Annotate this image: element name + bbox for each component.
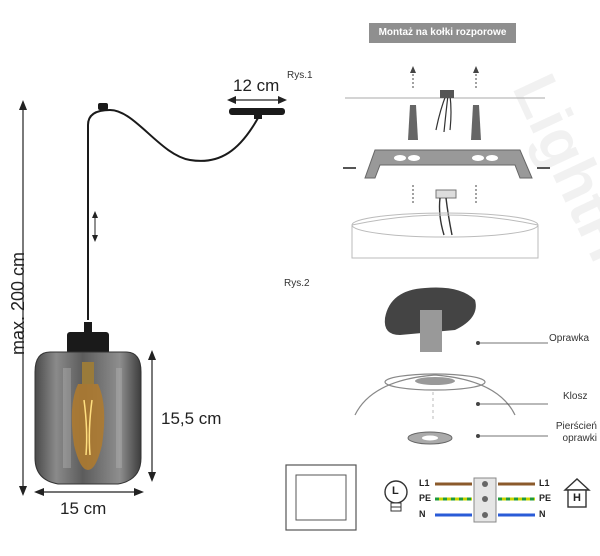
edison-bulb bbox=[71, 362, 105, 470]
part-pierscien-label: Pierścień oprawki bbox=[555, 421, 597, 444]
mounting-bracket bbox=[364, 149, 533, 179]
canopy-width-label: 12 cm bbox=[233, 76, 280, 95]
wire-left-n: N bbox=[419, 509, 426, 519]
part-oprawka-label: Oprawka bbox=[549, 333, 590, 344]
wire-right-pe: PE bbox=[539, 493, 552, 503]
part-klosz-label: Klosz bbox=[563, 391, 588, 402]
figure2-label: Rys.2 bbox=[284, 278, 310, 289]
shade-height-label: 15,5 cm bbox=[161, 409, 222, 428]
house-symbol: H bbox=[573, 492, 581, 504]
figure1-label: Rys.1 bbox=[287, 70, 313, 81]
bulb-symbol: L bbox=[392, 485, 399, 497]
cable-length-label: max. 200 cm bbox=[8, 251, 28, 355]
cable-hook bbox=[98, 103, 108, 110]
anchor-icon bbox=[408, 105, 481, 140]
lamp-holder bbox=[67, 322, 109, 354]
parts-diagram bbox=[354, 287, 548, 445]
height-dimension-line bbox=[19, 100, 27, 496]
pendant-cable bbox=[87, 108, 259, 320]
bulb-icon bbox=[384, 480, 408, 512]
house-icon bbox=[563, 478, 591, 508]
ceiling-canopy bbox=[229, 108, 285, 119]
wiring-diagram bbox=[435, 477, 535, 523]
shade-height-dimension-line bbox=[148, 350, 156, 482]
shade-width-dimension-line bbox=[34, 488, 144, 496]
shade-width-label: 15 cm bbox=[60, 499, 107, 518]
wire-right-n: N bbox=[539, 509, 546, 519]
canopy-dimension-line bbox=[227, 96, 287, 104]
wire-right-l1: L1 bbox=[539, 478, 550, 488]
wire-left-l1: L1 bbox=[419, 478, 430, 488]
mounting-diagram bbox=[343, 66, 550, 259]
adjust-arrows bbox=[92, 211, 98, 242]
switch-icon bbox=[285, 464, 357, 531]
figure1-banner: Montaż na kołki rozporowe bbox=[369, 23, 516, 43]
wire-left-pe: PE bbox=[419, 493, 432, 503]
